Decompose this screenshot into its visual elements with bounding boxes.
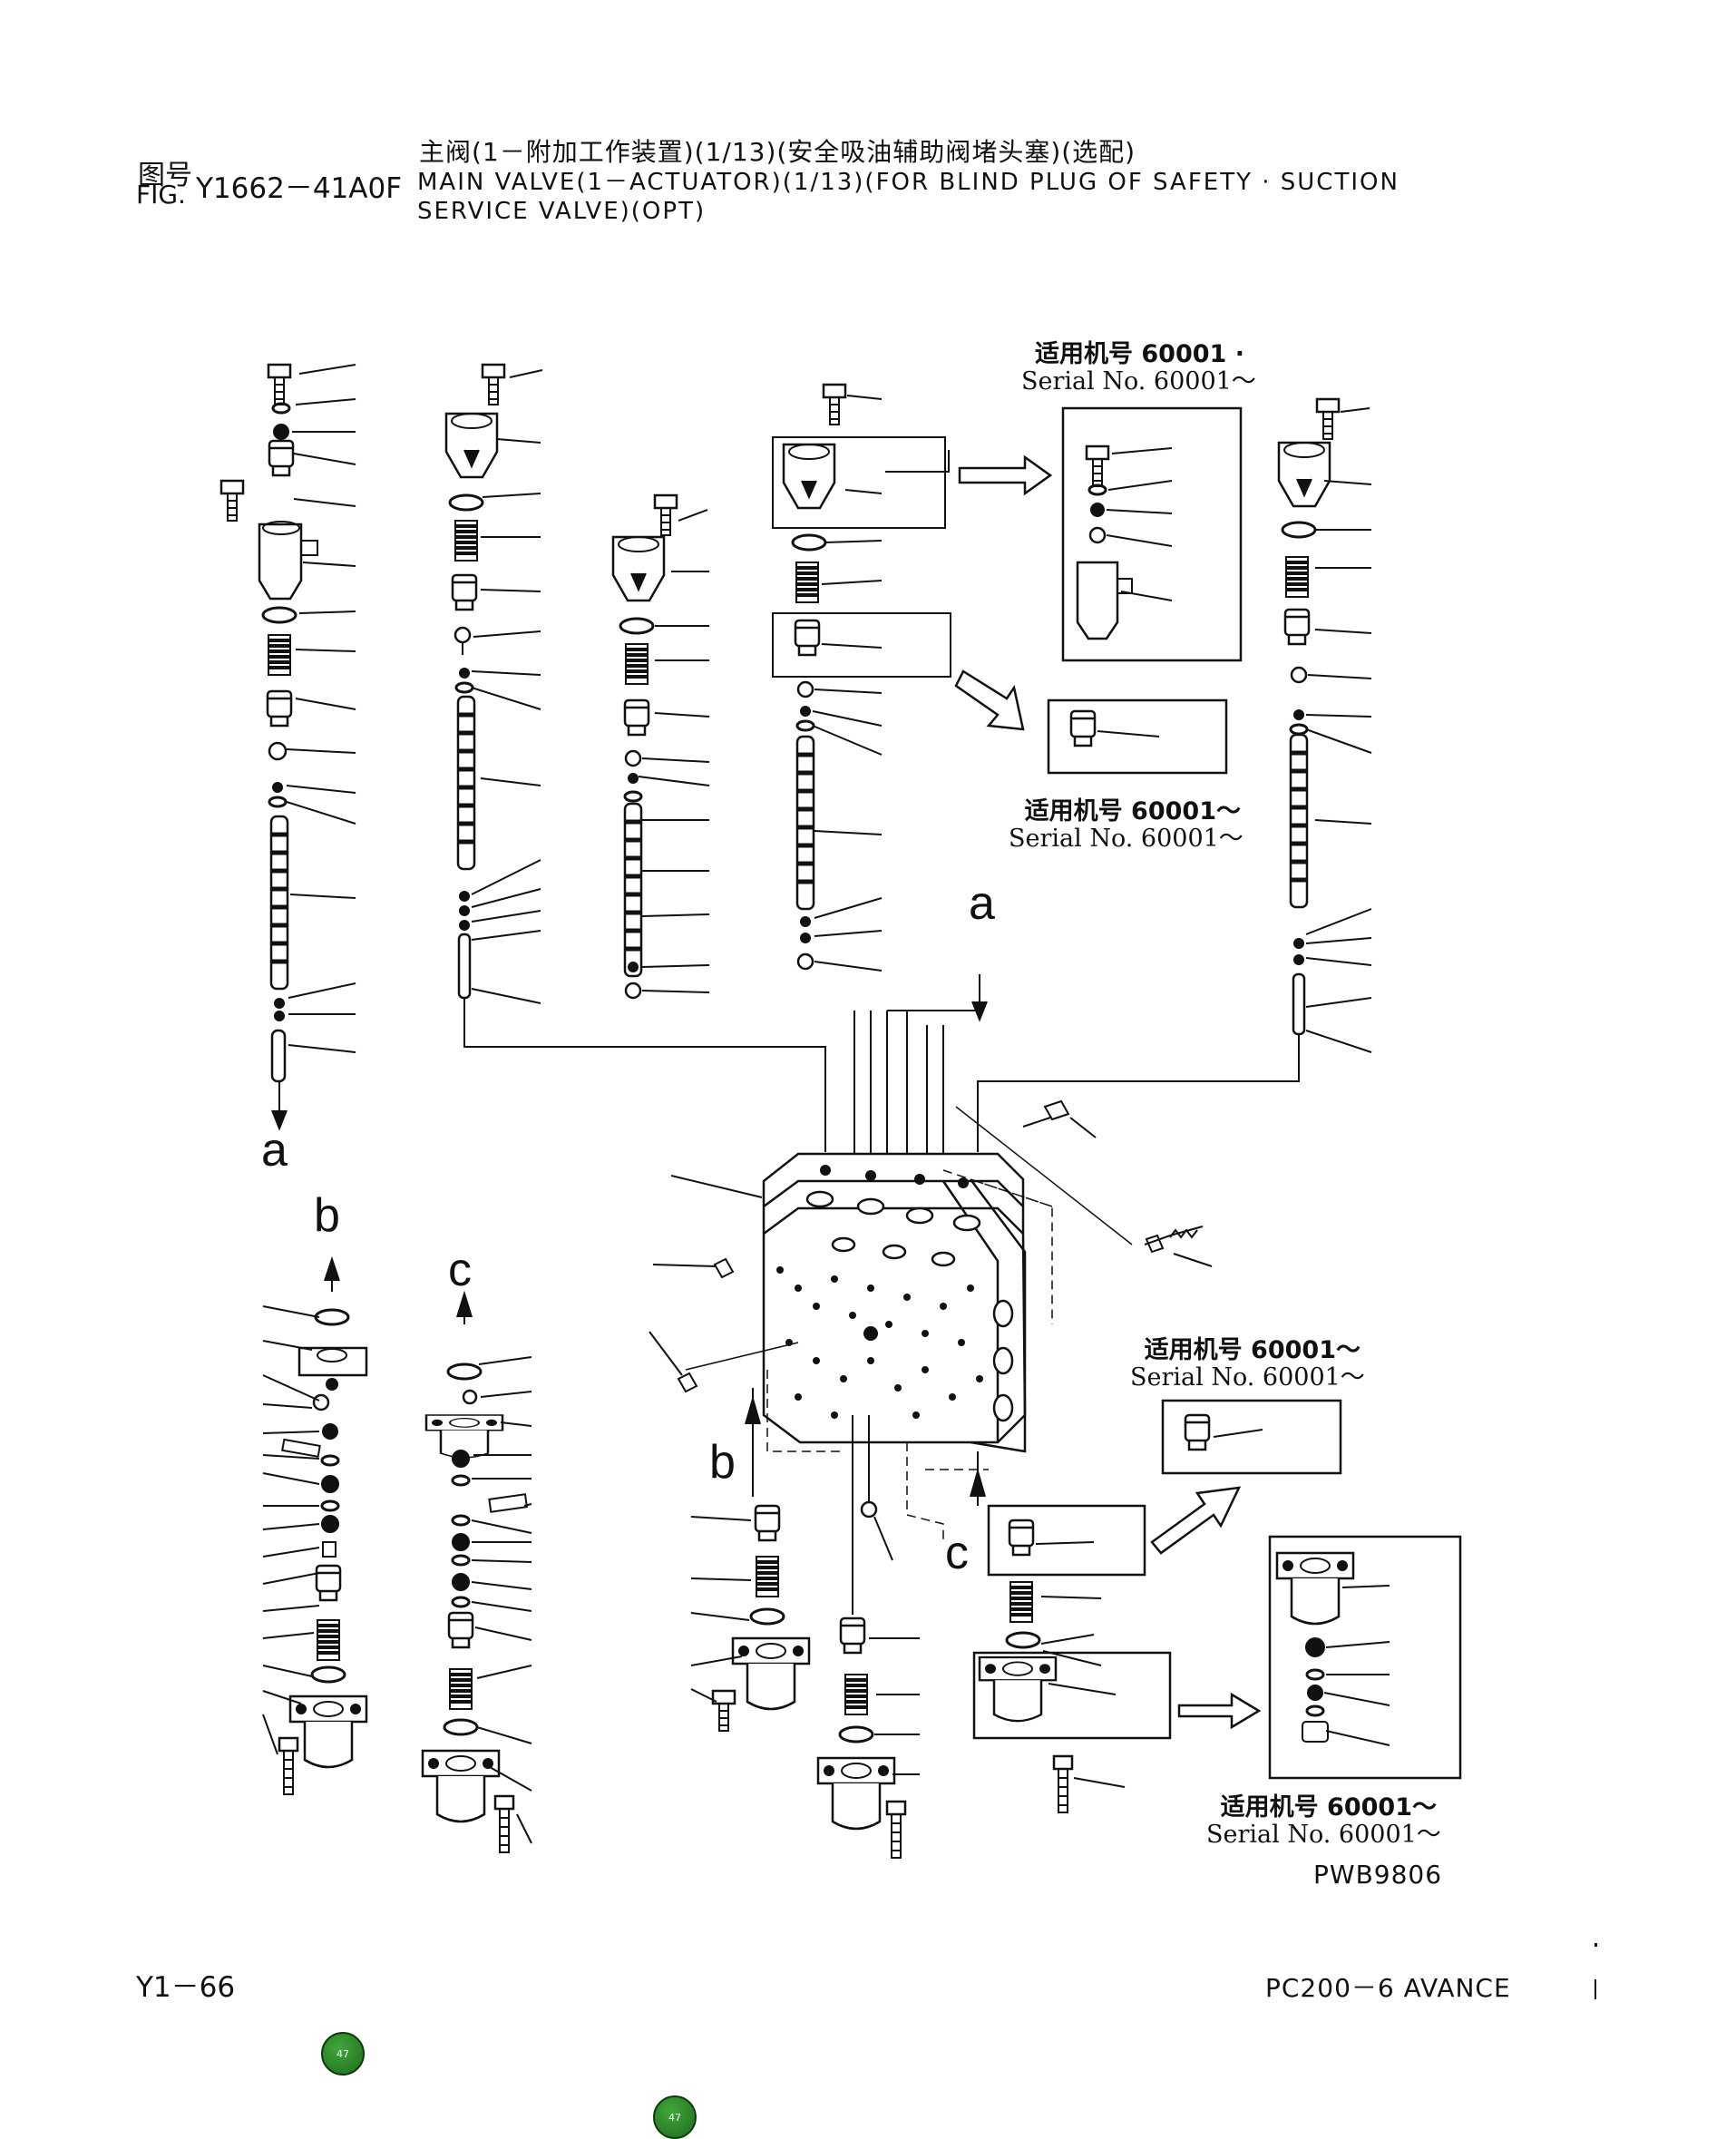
connection-lines	[853, 974, 988, 1179]
title-chinese: 主阀(1－附加工作装置)(1/13)(安全吸油辅助阀堵头塞)(选配)	[419, 137, 1136, 167]
serial-note-2: 适用机号 60001～ Serial No. 60001～	[1009, 797, 1243, 853]
page-number: Y1－66	[136, 1971, 236, 2004]
lower-solid-lines	[745, 1388, 986, 1615]
serial-note-1-cn: 适用机号 60001 ·	[1035, 340, 1244, 368]
parts-column-c	[421, 1290, 532, 1854]
parts-column-right-c	[972, 1486, 1262, 1814]
serial-inset-box-4	[1268, 1535, 1462, 1780]
serial-note-1-en: Serial No. 60001～	[1021, 367, 1256, 396]
parts-column-4	[772, 383, 1053, 972]
serial-inset-box-1	[1061, 406, 1243, 662]
parts-column-5	[977, 397, 1372, 1152]
fig-label-en: FIG.	[136, 180, 186, 210]
main-valve-block	[685, 1106, 1133, 1453]
parts-column-center	[816, 1500, 920, 1860]
title-english-line-1: MAIN VALVE(1－ACTUATOR)(1/13)(FOR BLIND P…	[417, 169, 1400, 196]
parts-column-b	[262, 1255, 368, 1796]
view-letter-b-center: b	[709, 1436, 736, 1489]
block-side-parts	[649, 1099, 1213, 1393]
serial-note-3-cn: 适用机号 60001～	[1144, 1336, 1361, 1364]
parts-column-1	[219, 363, 356, 1131]
serial-note-1: 适用机号 60001 · Serial No. 60001～	[1021, 340, 1256, 396]
serial-note-3: 适用机号 60001～ Serial No. 60001～	[1130, 1336, 1365, 1392]
fig-label-cn: 图号	[138, 160, 192, 191]
machine-model: PC200－6 AVANCE	[1265, 1973, 1511, 2003]
view-letter-a-right: a	[969, 877, 995, 930]
serial-note-4: 适用机号 60001～ Serial No. 60001～	[1206, 1793, 1441, 1849]
title-english-line-2: SERVICE VALVE)(OPT)	[417, 198, 707, 225]
margin-tick	[1595, 1979, 1596, 1999]
view-letter-c-left: c	[448, 1244, 472, 1296]
serial-inset-box-2	[1047, 698, 1228, 775]
parts-column-2	[444, 363, 826, 1152]
margin-dot	[1595, 1943, 1597, 1947]
page-badge-1[interactable]: 47	[321, 2032, 365, 2076]
serial-note-2-cn: 适用机号 60001～	[1024, 797, 1241, 825]
serial-note-4-en: Serial No. 60001～	[1206, 1821, 1441, 1849]
page-badge-2[interactable]: 47	[653, 2095, 697, 2139]
serial-note-4-cn: 适用机号 60001～	[1220, 1793, 1437, 1822]
parts-column-center-b	[690, 1504, 811, 1733]
view-letter-a-left: a	[261, 1124, 288, 1177]
view-letter-b-left: b	[314, 1189, 340, 1242]
serial-note-2-en: Serial No. 60001～	[1009, 825, 1243, 853]
view-letter-c-right: c	[945, 1527, 969, 1579]
figure-number: Y1662－41A0F	[196, 172, 403, 205]
drawing-code: PWB9806	[1313, 1860, 1443, 1890]
parts-column-3	[611, 493, 710, 1000]
serial-note-3-en: Serial No. 60001～	[1130, 1363, 1365, 1392]
serial-inset-box-3	[1161, 1399, 1342, 1475]
